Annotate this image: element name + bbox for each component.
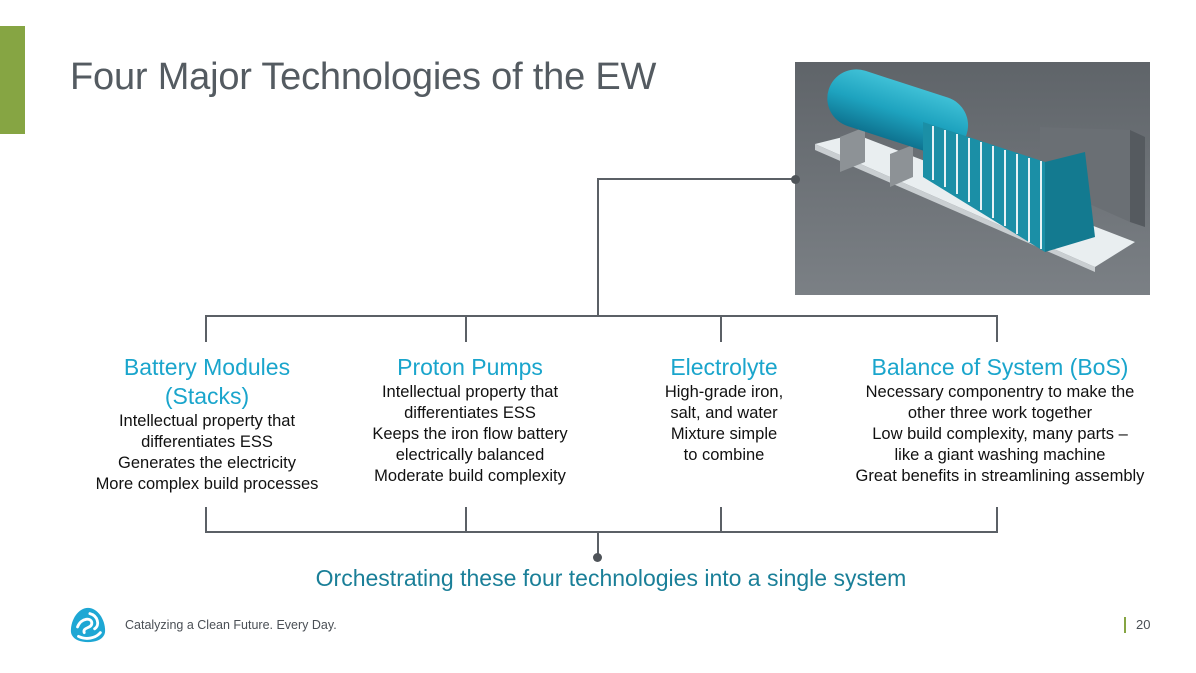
- connector-dot-tagline: [593, 553, 602, 562]
- accent-bar: [0, 26, 25, 134]
- footer-slogan: Catalyzing a Clean Future. Every Day.: [125, 618, 337, 632]
- column-line: More complex build processes: [95, 475, 319, 493]
- column-line: electrically balanced: [395, 446, 545, 464]
- connector-rise-2: [465, 507, 467, 533]
- column-line: to combine: [683, 446, 765, 464]
- battery-system-image: [795, 62, 1150, 295]
- connector-rise-4: [996, 507, 998, 533]
- slide-title: Four Major Technologies of the EW: [70, 56, 657, 98]
- page-number-separator: [1124, 617, 1126, 633]
- connector-drop-2: [465, 315, 467, 342]
- battery-system-illustration: [795, 62, 1150, 295]
- page-number: 20: [1136, 617, 1151, 632]
- column-line: Intellectual property that: [381, 383, 559, 401]
- column-line: other three work together: [907, 404, 1093, 422]
- connector-rise-1: [205, 507, 207, 533]
- connector-top-bar: [205, 315, 998, 317]
- column-line: Generates the electricity: [118, 454, 296, 472]
- column-line: salt, and water: [670, 404, 778, 422]
- connector-bottom-bar: [205, 531, 998, 533]
- column-electrolyte: Electrolyte High-grade iron, salt, and w…: [631, 353, 817, 466]
- column-line: Keeps the iron flow battery: [372, 425, 568, 443]
- column-line: differentiates ESS: [404, 404, 536, 422]
- connector-dot-image: [791, 175, 800, 184]
- column-line: Low build complexity, many parts –: [872, 425, 1128, 443]
- connector-center-vertical-top: [597, 178, 599, 317]
- connector-image-horizontal: [598, 178, 795, 180]
- column-battery-modules: Battery Modules (Stacks) Intellectual pr…: [76, 353, 338, 495]
- column-heading: (Stacks): [164, 383, 250, 409]
- column-line: High-grade iron,: [664, 383, 784, 401]
- column-proton-pumps: Proton Pumps Intellectual property that …: [350, 353, 590, 487]
- connector-center-vertical-bottom: [597, 531, 599, 557]
- column-line: Moderate build complexity: [374, 467, 566, 485]
- column-heading: Battery Modules: [123, 354, 291, 380]
- connector-rise-3: [720, 507, 722, 533]
- column-heading: Electrolyte: [670, 354, 778, 380]
- connector-drop-4: [996, 315, 998, 342]
- column-heading: Proton Pumps: [397, 354, 543, 380]
- tagline: Orchestrating these four technologies in…: [315, 565, 907, 591]
- company-logo-icon: [70, 607, 106, 643]
- column-balance-of-system: Balance of System (BoS) Necessary compon…: [838, 353, 1162, 487]
- connector-drop-3: [720, 315, 722, 342]
- column-line: differentiates ESS: [141, 433, 273, 451]
- column-line: Mixture simple: [670, 425, 778, 443]
- column-line: Necessary componentry to make the: [865, 383, 1135, 401]
- column-line: Great benefits in streamlining assembly: [855, 467, 1145, 485]
- column-line: Intellectual property that: [118, 412, 296, 430]
- column-line: like a giant washing machine: [894, 446, 1106, 464]
- column-heading: Balance of System (BoS): [871, 354, 1129, 380]
- connector-drop-1: [205, 315, 207, 342]
